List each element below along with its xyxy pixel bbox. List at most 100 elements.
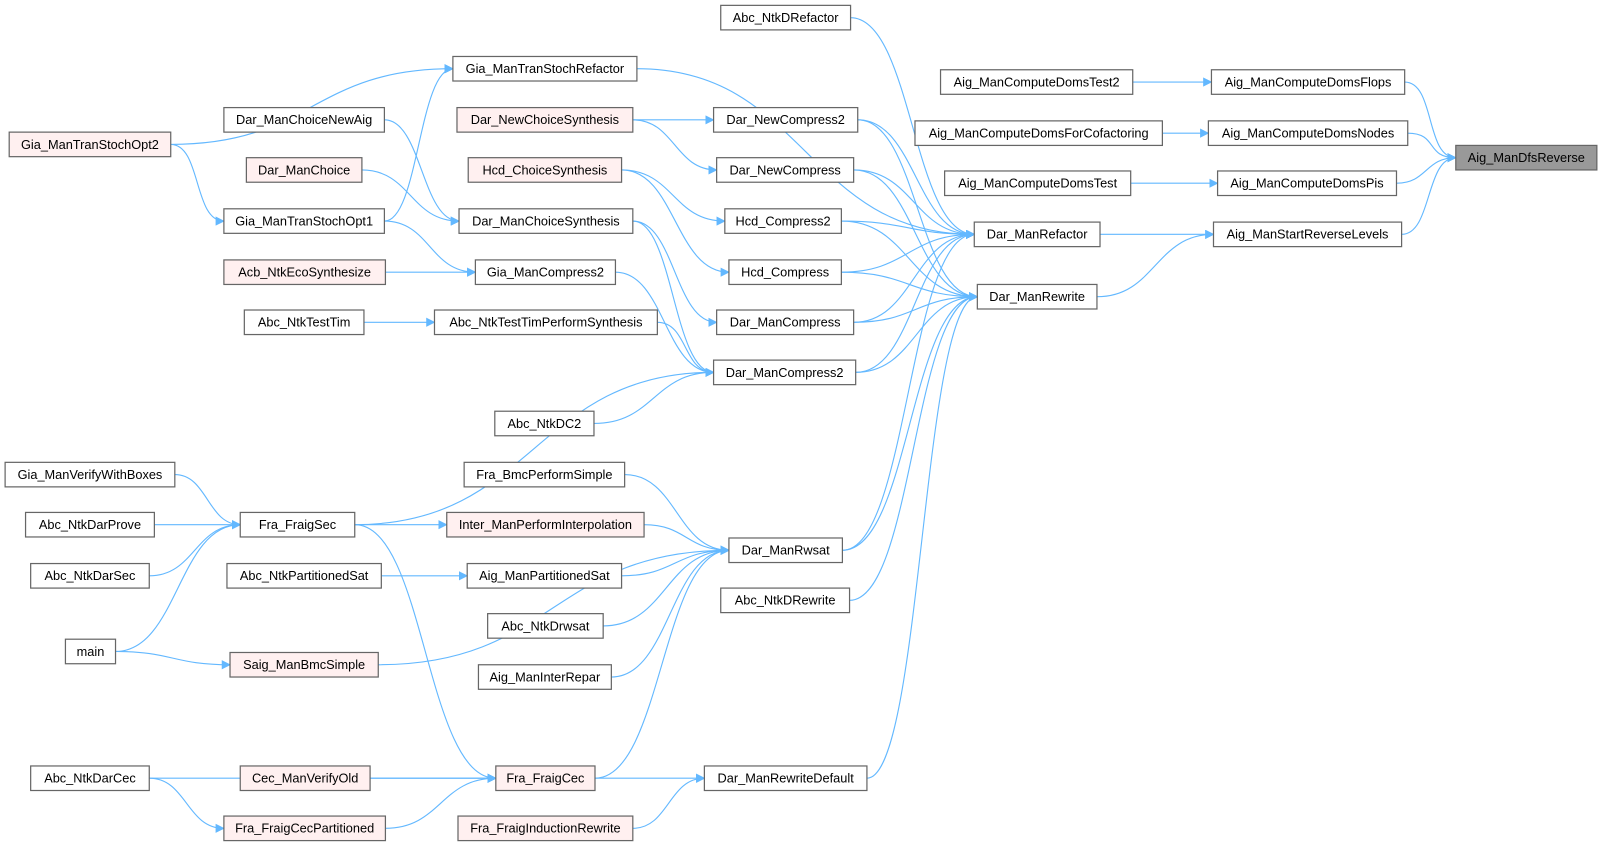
- node-box: [1216, 170, 1398, 197]
- node-dar-man-rewrite-default[interactable]: Dar_ManRewriteDefault: [703, 765, 868, 792]
- node-abc-ntk-dar-prove[interactable]: Abc_NtkDarProve: [24, 511, 155, 538]
- node-box: [703, 765, 868, 792]
- node-dar-man-choice-new-aig[interactable]: Dar_ManChoiceNewAig: [223, 106, 386, 133]
- nodes-layer: Aig_ManDfsReverse Aig_ManComputeDomsFlops…: [4, 4, 1598, 842]
- node-aig-man-compute-doms-test2[interactable]: Aig_ManComputeDomsTest2: [939, 69, 1134, 95]
- node-fra-fraig-cec[interactable]: Fra_FraigCec: [495, 765, 596, 792]
- node-box: [229, 651, 379, 678]
- node-box: [1212, 221, 1403, 248]
- node-fra-fraig-sec[interactable]: Fra_FraigSec: [239, 511, 356, 538]
- node-aig-man-start-reverse-levels[interactable]: Aig_ManStartReverseLevels: [1212, 221, 1403, 248]
- node-box: [712, 359, 857, 386]
- node-abc-ntk-drewrite[interactable]: Abc_NtkDRewrite: [720, 587, 851, 614]
- node-dar-man-compress2[interactable]: Dar_ManCompress2: [712, 359, 857, 386]
- node-box: [239, 765, 371, 792]
- node-box: [976, 283, 1098, 310]
- node-box: [944, 170, 1132, 197]
- edge-dar-man-compress-to-dar-man-refactor: [853, 229, 976, 323]
- node-box: [720, 587, 851, 614]
- node-saig-man-bmc-simple[interactable]: Saig_ManBmcSimple: [229, 651, 379, 678]
- edge-dar-new-compress-to-dar-man-rewrite: [853, 169, 979, 302]
- node-label: Dar_ManChoiceNewAig: [236, 112, 372, 127]
- node-dar-man-rwsat[interactable]: Dar_ManRwsat: [728, 537, 844, 564]
- node-label: main: [77, 644, 105, 659]
- node-box: [30, 765, 150, 792]
- edge-hcd-choice-synthesis-to-hcd-compress: [621, 169, 730, 277]
- node-hcd-compress2[interactable]: Hcd_Compress2: [724, 208, 842, 234]
- node-label: Gia_ManTranStochOpt1: [235, 213, 373, 228]
- node-dar-man-rewrite[interactable]: Dar_ManRewrite: [976, 283, 1098, 310]
- edge-hcd-compress2-to-dar-man-refactor: [841, 220, 976, 239]
- node-label: Aig_ManComputeDomsTest: [958, 176, 1117, 191]
- node-gia-man-tran-stoch-opt1[interactable]: Gia_ManTranStochOpt1: [223, 208, 386, 234]
- node-dar-new-choice-synthesis[interactable]: Dar_NewChoiceSynthesis: [456, 106, 634, 133]
- edge-dar-man-choice-synthesis-to-dar-man-compress2: [632, 220, 715, 377]
- node-aig-man-compute-doms-test[interactable]: Aig_ManComputeDomsTest: [944, 170, 1132, 197]
- node-aig-man-compute-doms-nodes[interactable]: Aig_ManComputeDomsNodes: [1207, 120, 1409, 147]
- node-label: Hcd_Compress2: [736, 213, 831, 228]
- node-fra-fraig-induction-rewrite[interactable]: Fra_FraigInductionRewrite: [457, 815, 634, 842]
- node-label: Hcd_Compress: [741, 265, 829, 280]
- node-fra-bmc-perform-simple[interactable]: Fra_BmcPerformSimple: [463, 461, 626, 488]
- node-cec-man-verify-old[interactable]: Cec_ManVerifyOld: [239, 765, 371, 792]
- node-box: [8, 131, 172, 158]
- node-aig-man-compute-doms-flops[interactable]: Aig_ManComputeDomsFlops: [1210, 69, 1406, 95]
- node-abc-ntk-dc2[interactable]: Abc_NtkDC2: [494, 410, 595, 437]
- node-aig-man-compute-doms-for-cofactoring[interactable]: Aig_ManComputeDomsForCofactoring: [914, 120, 1163, 147]
- node-box: [243, 309, 365, 336]
- node-inter-man-perform-interpolation[interactable]: Inter_ManPerformInterpolation: [446, 511, 645, 538]
- node-aig-man-dfs-reverse[interactable]: Aig_ManDfsReverse: [1455, 144, 1598, 171]
- node-box: [939, 69, 1134, 95]
- edge-inter-man-perform-interpolation-to-dar-man-rwsat: [644, 524, 730, 555]
- node-gia-man-tran-stoch-opt2[interactable]: Gia_ManTranStochOpt2: [8, 131, 172, 158]
- node-dar-man-refactor[interactable]: Dar_ManRefactor: [973, 221, 1101, 248]
- node-fra-fraig-cec-partitioned[interactable]: Fra_FraigCecPartitioned: [223, 815, 387, 842]
- node-dar-man-choice-synthesis[interactable]: Dar_ManChoiceSynthesis: [458, 208, 634, 234]
- node-abc-ntk-drefactor[interactable]: Abc_NtkDRefactor: [720, 4, 852, 31]
- node-aig-man-inter-repar[interactable]: Aig_ManInterRepar: [477, 664, 612, 690]
- node-aig-man-compute-doms-pis[interactable]: Aig_ManComputeDomsPis: [1216, 170, 1398, 197]
- node-acb-ntk-eco-synthesize[interactable]: Acb_NtkEcoSynthesize: [223, 259, 387, 286]
- node-abc-ntk-drwsat[interactable]: Abc_NtkDrwsat: [487, 613, 604, 639]
- node-label: Dar_ManChoice: [258, 162, 350, 177]
- node-box: [494, 410, 595, 437]
- edge-abc-ntk-drwsat-to-dar-man-rwsat: [603, 545, 730, 627]
- edge-dar-man-choice-new-aig-to-dar-man-choice-synthesis: [384, 119, 460, 226]
- node-hcd-compress[interactable]: Hcd_Compress: [728, 259, 842, 286]
- node-box: [1207, 120, 1409, 147]
- node-label: Hcd_ChoiceSynthesis: [482, 162, 607, 177]
- node-hcd-choice-synthesis[interactable]: Hcd_ChoiceSynthesis: [467, 157, 623, 183]
- edge-abc-ntk-dar-cec-to-fra-fraig-cec-partitioned: [149, 777, 225, 833]
- edge-fra-fraig-cec-partitioned-to-fra-fraig-cec: [385, 773, 497, 829]
- edge-main-to-fra-fraig-sec: [115, 520, 242, 653]
- edge-hcd-choice-synthesis-to-hcd-compress2: [621, 169, 726, 226]
- node-abc-ntk-test-tim-perform-synthesis[interactable]: Abc_NtkTestTimPerformSynthesis: [433, 309, 658, 336]
- node-dar-man-choice[interactable]: Dar_ManChoice: [245, 157, 363, 183]
- edge-fra-fraig-sec-to-dar-man-compress2: [354, 367, 715, 526]
- node-gia-man-tran-stoch-refactor[interactable]: Gia_ManTranStochRefactor: [452, 55, 638, 82]
- node-abc-ntk-dar-cec[interactable]: Abc_NtkDarCec: [30, 765, 150, 792]
- node-label: Gia_ManTranStochOpt2: [21, 137, 159, 152]
- node-aig-man-partitioned-sat[interactable]: Aig_ManPartitionedSat: [466, 562, 623, 589]
- node-label: Dar_NewChoiceSynthesis: [471, 112, 619, 127]
- edge-dar-man-rewrite-to-aig-man-start-reverse-levels: [1096, 229, 1215, 298]
- node-dar-new-compress[interactable]: Dar_NewCompress: [716, 157, 855, 183]
- node-abc-ntk-partitioned-sat[interactable]: Abc_NtkPartitionedSat: [226, 562, 382, 589]
- node-dar-new-compress2[interactable]: Dar_NewCompress2: [712, 106, 859, 133]
- node-dar-man-compress[interactable]: Dar_ManCompress: [716, 309, 855, 336]
- node-gia-man-compress2[interactable]: Gia_ManCompress2: [474, 259, 617, 286]
- node-abc-ntk-test-tim[interactable]: Abc_NtkTestTim: [243, 309, 365, 336]
- node-box: [716, 157, 855, 183]
- node-abc-ntk-dar-sec[interactable]: Abc_NtkDarSec: [30, 562, 150, 589]
- node-label: Acb_NtkEcoSynthesize: [238, 265, 371, 280]
- node-label: Abc_NtkDarSec: [45, 568, 136, 583]
- node-gia-man-verify-with-boxes[interactable]: Gia_ManVerifyWithBoxes: [4, 461, 176, 488]
- node-box: [456, 106, 634, 133]
- node-label: Gia_ManTranStochRefactor: [466, 61, 625, 76]
- node-main[interactable]: main: [64, 638, 117, 665]
- node-label: Gia_ManVerifyWithBoxes: [18, 467, 163, 482]
- node-label: Abc_NtkDarCec: [44, 771, 136, 786]
- node-box: [1455, 144, 1598, 171]
- node-label: Dar_ManRewrite: [989, 289, 1085, 304]
